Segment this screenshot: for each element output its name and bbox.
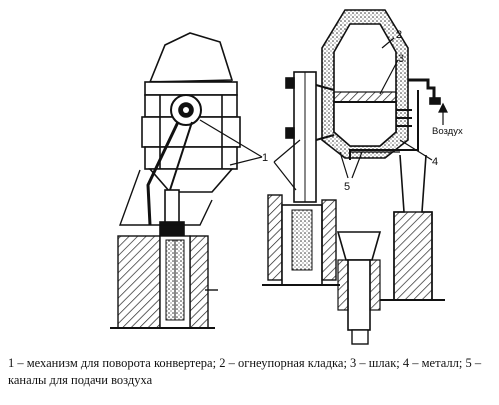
figure-caption: 1 – механизм для поворота конвертера; 2 … (8, 356, 482, 387)
callout-3: 3 (398, 53, 404, 65)
leader-lines (199, 37, 448, 191)
left-converter-view (110, 32, 241, 329)
converter-diagram: 1 2 3 4 5 Воздух (110, 9, 463, 345)
callout-1: 1 (262, 152, 268, 164)
slag-layer (333, 91, 397, 103)
callout-4: 4 (432, 156, 438, 168)
air-duct (408, 78, 436, 98)
air-label: Воздух (432, 126, 463, 137)
metal-bath (333, 101, 397, 147)
right-section-view (262, 9, 445, 345)
converter-dome (148, 32, 234, 83)
callout-5: 5 (344, 181, 350, 193)
callout-2: 2 (396, 29, 402, 41)
